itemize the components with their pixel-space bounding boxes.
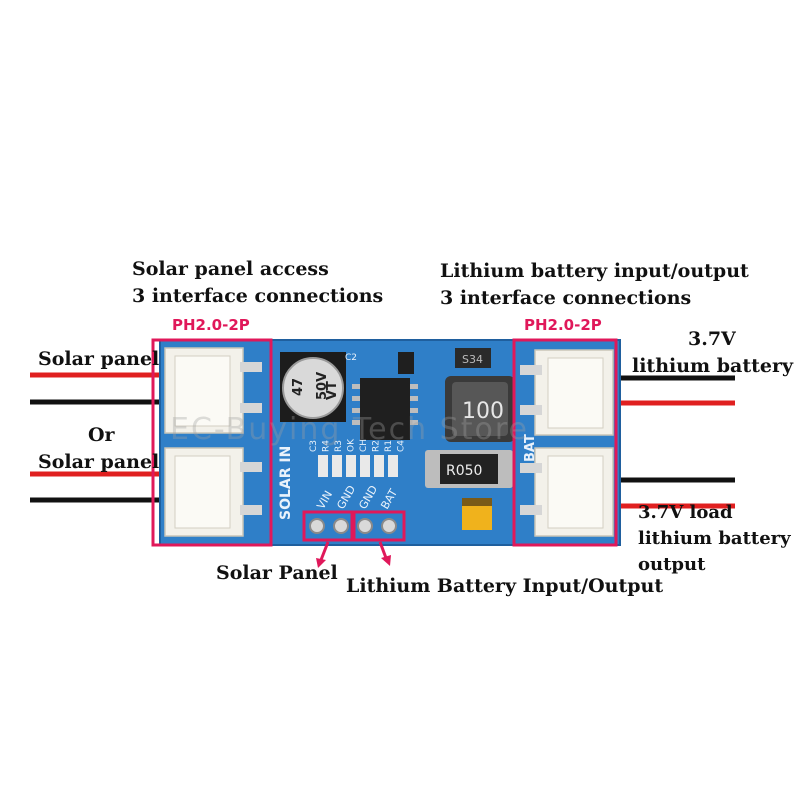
capacitor-marking-3: VT [325, 381, 340, 400]
small-transistor [398, 352, 414, 374]
silkscreen-ok: OK [347, 438, 357, 452]
left-connector-bottom [164, 447, 262, 537]
inductor: 100 [445, 376, 515, 442]
silkscreen-c2: C2 [345, 353, 357, 363]
silkscreen-solar-in: SOLAR IN [278, 446, 294, 520]
battery-37v-label: 3.7V lithium battery [632, 326, 793, 380]
silkscreen-ch: CH [359, 439, 369, 452]
left-connector-top [164, 347, 262, 434]
silkscreen-bat: BAT [523, 434, 538, 462]
silkscreen-r4: R4 [322, 440, 332, 452]
lithium-io-title: Lithium battery input/output 3 interface… [440, 258, 749, 312]
electrolytic-capacitor: 47 50V VT [280, 352, 346, 422]
highlight-left-connectors [151, 338, 273, 547]
right-connector-bottom [520, 447, 614, 537]
right-connector-top [520, 349, 614, 436]
solar-access-line-2: 3 interface connections [132, 285, 384, 307]
right-connector-tag: PH2.0-2P [524, 316, 602, 334]
solar-panel-label-bottom: Solar panel [38, 451, 160, 473]
sense-resistor: R050 [425, 450, 513, 488]
tantalum-capacitor [462, 498, 492, 530]
highlight-right-connectors [512, 338, 618, 547]
smd-components [318, 455, 398, 477]
diode-marking: S34 [462, 353, 483, 366]
solar-panel-label-top: Solar panel [38, 348, 160, 370]
inductor-marking: 100 [462, 399, 504, 424]
battery-37v-line-2: lithium battery [632, 355, 794, 377]
capacitor-marking-2: 50V [315, 372, 330, 400]
lithium-io-line-1: Lithium battery input/output [440, 260, 749, 282]
highlight-battery-pins [352, 510, 406, 542]
lithium-io-line-2: 3 interface connections [440, 287, 692, 309]
load-line-2: lithium battery [638, 528, 791, 549]
schottky-diode: S34 [455, 348, 491, 368]
silkscreen-r1: R1 [384, 440, 394, 452]
silkscreen-r2: R2 [372, 440, 382, 452]
pin-lithium-io-label: Lithium Battery Input/Output [346, 575, 664, 597]
watermark: EC-Buying Tech Store [170, 412, 529, 447]
battery-37v-line-1: 3.7V [688, 328, 736, 350]
or-label: Or [88, 424, 115, 446]
load-line-3: output [638, 554, 706, 575]
left-connector-tag: PH2.0-2P [172, 316, 250, 334]
highlight-solar-pins [302, 510, 354, 542]
ic-chip [352, 378, 418, 440]
load-label: 3.7V load lithium battery output [638, 500, 791, 578]
solar-access-title: Solar panel access 3 interface connectio… [132, 256, 383, 310]
solar-access-line-1: Solar panel access [132, 258, 329, 280]
header-pins [309, 518, 397, 534]
capacitor-marking-1: 47 [291, 378, 306, 396]
arrow-solar-panel [319, 541, 330, 561]
load-line-1: 3.7V load [638, 502, 733, 523]
pin-solar-panel-label: Solar Panel [216, 562, 338, 584]
silkscreen-r3: R3 [334, 440, 344, 452]
silkscreen-c4: C4 [397, 440, 407, 452]
silkscreen-c3: C3 [309, 440, 319, 452]
resistor-marking: R050 [446, 463, 482, 479]
arrow-lithium-io [378, 541, 388, 559]
